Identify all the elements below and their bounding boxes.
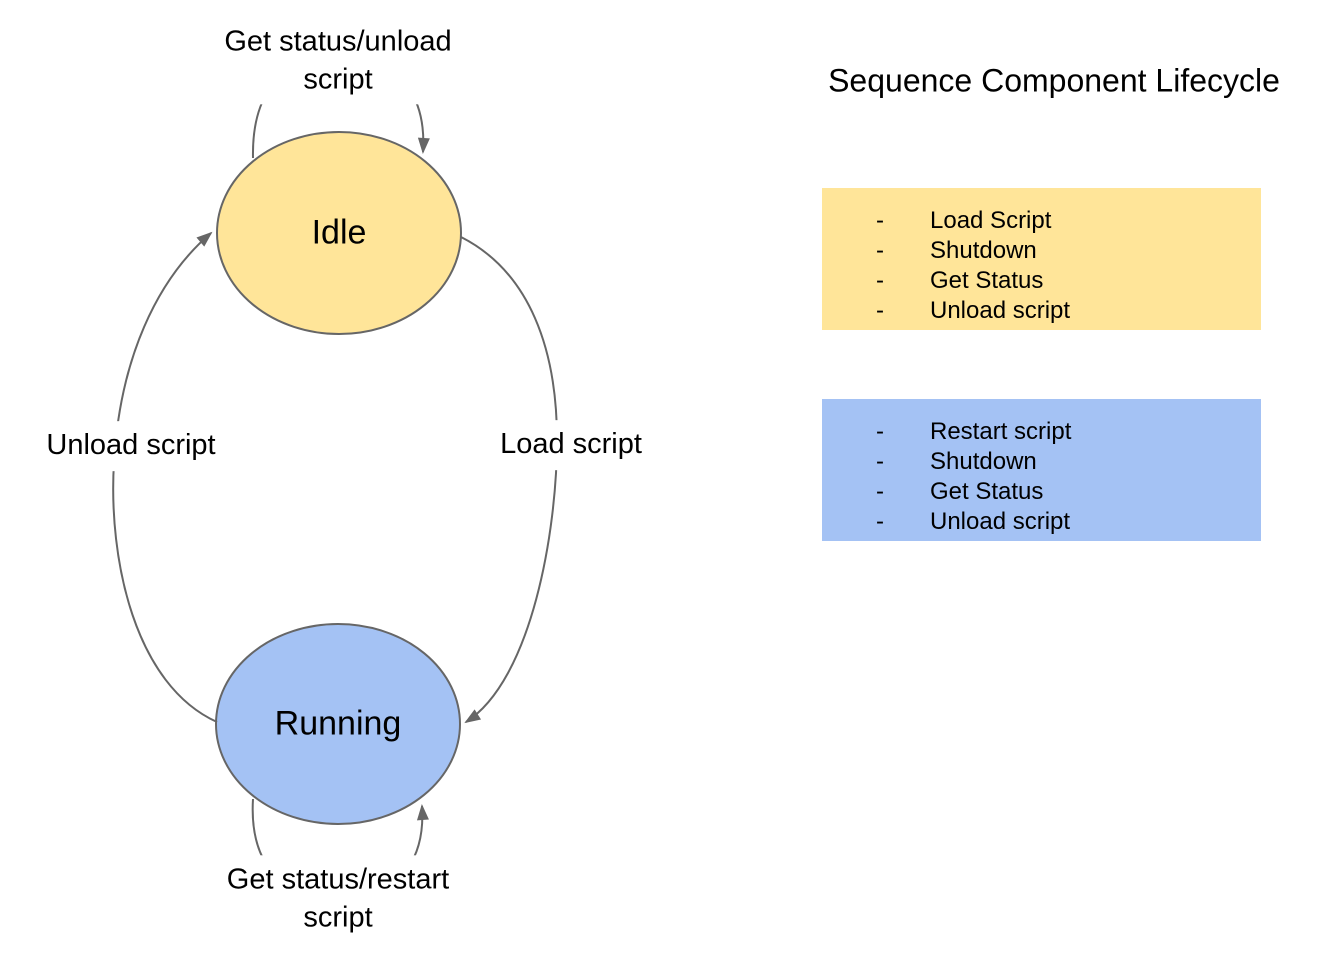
list-item: - Shutdown (822, 236, 1261, 266)
load-script-label: Load script (490, 420, 652, 470)
list-item: - Get Status (822, 266, 1261, 296)
dash-bullet: - (876, 237, 884, 264)
dash-bullet: - (876, 267, 884, 294)
running-state-ellipse (215, 623, 461, 825)
list-item-label: Get Status (930, 478, 1044, 505)
list-item: - Restart script (822, 417, 1261, 447)
idle-commands-box: - Load Script - Shutdown - Get Status - … (822, 188, 1261, 330)
list-item: - Load Script (822, 206, 1261, 236)
dash-bullet: - (876, 508, 884, 535)
unload-script-label: Unload script (36, 421, 226, 471)
load-script-arrow (460, 236, 559, 724)
unload-script-arrow (112, 231, 218, 723)
list-item-label: Get Status (930, 267, 1044, 294)
dash-bullet: - (876, 297, 884, 324)
dash-bullet: - (876, 418, 884, 445)
idle-state-label: Idle (311, 213, 367, 252)
dash-bullet: - (876, 478, 884, 505)
list-item-label: Restart script (930, 418, 1072, 445)
dash-bullet: - (876, 207, 884, 234)
list-item-label: Load Script (930, 207, 1052, 234)
list-item-label: Shutdown (930, 237, 1037, 264)
list-item-label: Unload script (930, 297, 1071, 324)
list-item: - Unload script (822, 296, 1261, 326)
idle-state-ellipse (216, 131, 462, 335)
list-item-label: Shutdown (930, 448, 1037, 475)
list-item: - Shutdown (822, 447, 1261, 477)
list-item: - Get Status (822, 477, 1261, 507)
running-state-label: Running (274, 704, 402, 743)
running-commands-box: - Restart script - Shutdown - Get Status… (822, 399, 1261, 541)
idle-self-loop-label: Get status/unload script (213, 17, 463, 105)
page-title: Sequence Component Lifecycle (828, 62, 1280, 99)
running-self-loop-label: Get status/restart script (213, 855, 463, 943)
list-item-label: Unload script (930, 508, 1071, 535)
list-item: - Unload script (822, 507, 1261, 537)
dash-bullet: - (876, 448, 884, 475)
